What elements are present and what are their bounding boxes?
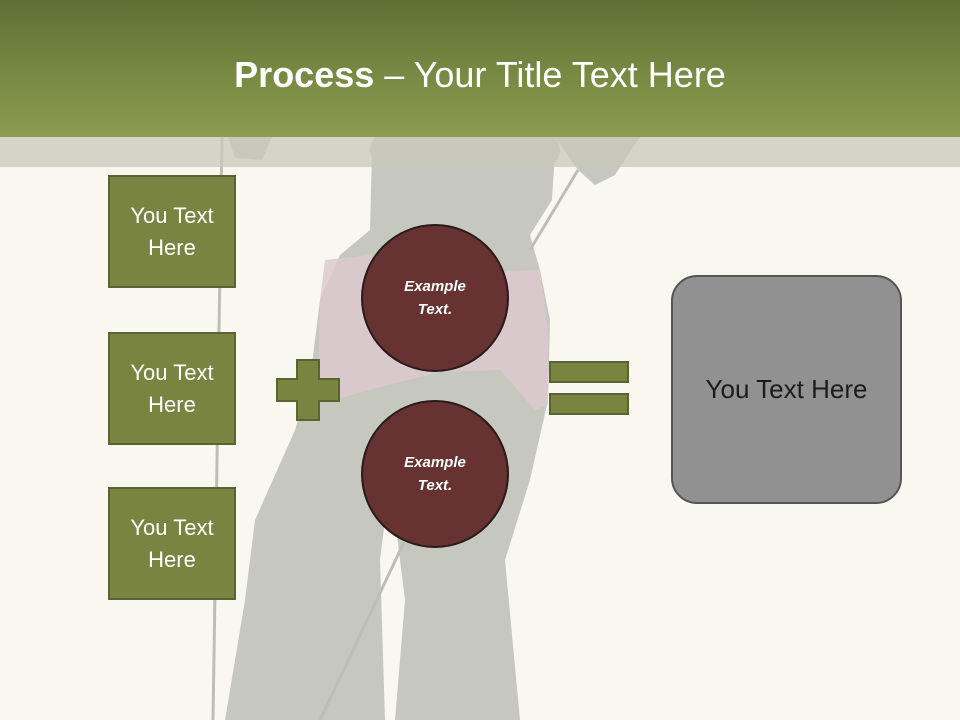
example-circle-1-label: Example Text. [404, 278, 466, 318]
equals-icon [549, 361, 629, 415]
input-box-1[interactable]: You Text Here [108, 175, 236, 288]
example-circle-2[interactable]: Example Text. [361, 400, 509, 548]
title-bold: Process [234, 54, 375, 95]
title-rest: – Your Title Text Here [374, 54, 726, 95]
title-bar [0, 0, 960, 137]
plus-icon [276, 359, 340, 421]
result-box-label: You Text Here [705, 374, 868, 404]
input-box-2[interactable]: You Text Here [108, 332, 236, 445]
result-box[interactable]: You Text Here [671, 275, 902, 504]
example-circle-2-label: Example Text. [404, 454, 466, 494]
input-box-3-label: You Text Here [130, 514, 214, 572]
input-box-3[interactable]: You Text Here [108, 487, 236, 600]
input-box-1-label: You Text Here [130, 202, 214, 260]
example-circle-1[interactable]: Example Text. [361, 224, 509, 372]
input-box-2-label: You Text Here [130, 359, 214, 417]
slide-title[interactable]: Process – Your Title Text Here [0, 52, 960, 98]
title-bar-band [0, 137, 960, 167]
